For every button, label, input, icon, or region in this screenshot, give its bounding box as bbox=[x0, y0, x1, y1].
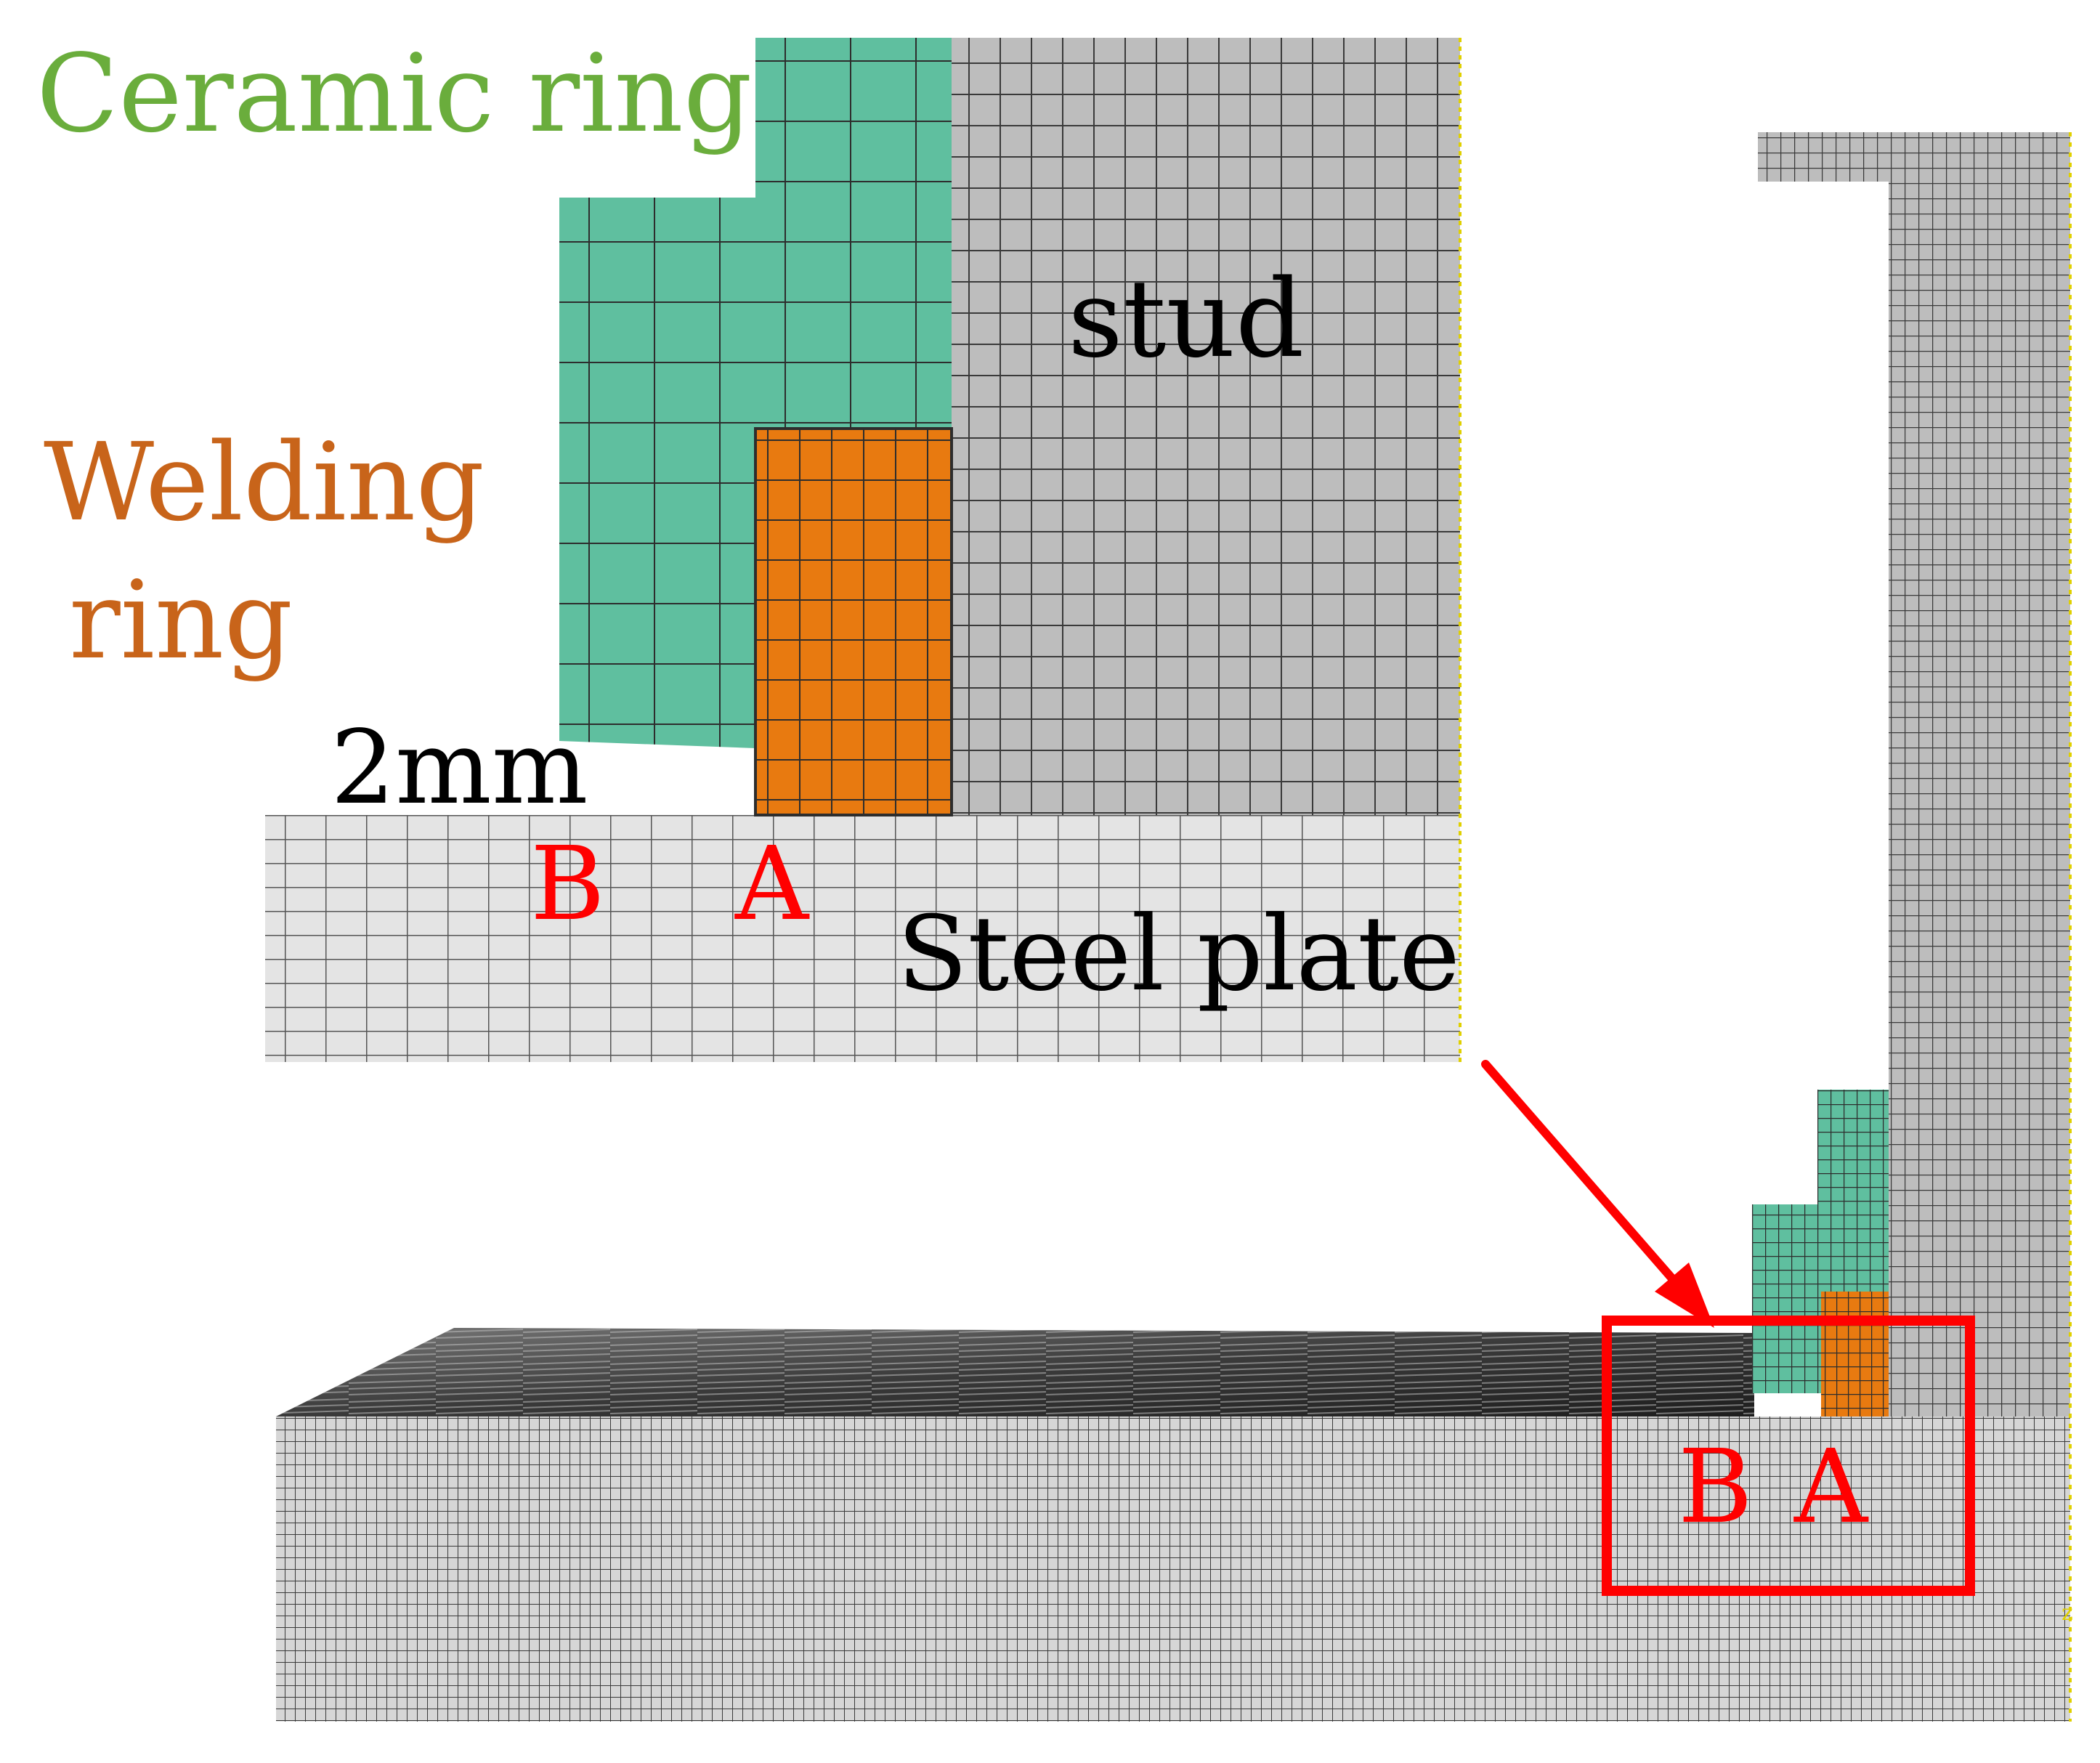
stud-head-mesh bbox=[1758, 132, 2070, 182]
steel-plate-mesh-overview bbox=[276, 1417, 2070, 1722]
ceramic-ring-label: Ceramic ring bbox=[36, 31, 753, 156]
steel-plate-mesh-zoom bbox=[265, 815, 1460, 1062]
stud-label: stud bbox=[1068, 256, 1304, 381]
ceramic-ring-mesh-upper bbox=[755, 38, 952, 198]
stud-shaft-mesh bbox=[1889, 182, 2070, 1417]
stud-mesh bbox=[952, 38, 1460, 815]
point-b-label: B bbox=[530, 825, 605, 944]
steel-plate-label: Steel plate bbox=[897, 894, 1460, 1014]
gap-label: 2mm bbox=[331, 709, 588, 827]
welding-ring-label-line2: ring bbox=[69, 558, 293, 683]
point-a-label: A bbox=[734, 825, 810, 944]
ceramic-ring-mesh-lower bbox=[559, 198, 952, 429]
red-arrow-icon bbox=[1481, 1060, 1714, 1328]
ceramic-ring-mesh-left bbox=[559, 429, 755, 748]
overview-point-a-label: A bbox=[1793, 1428, 1869, 1547]
zoom-region-box bbox=[1602, 1316, 1975, 1596]
ceramic-ring-overview-left bbox=[1752, 1292, 1821, 1393]
zoom-inset bbox=[265, 38, 1462, 1062]
welding-ring-label-line1: Welding bbox=[44, 420, 485, 545]
welding-ring-mesh bbox=[755, 429, 952, 815]
ceramic-ring-overview-upper bbox=[1817, 1090, 1889, 1206]
overview-model: z bbox=[276, 132, 2073, 1722]
welding-ring-overview bbox=[1821, 1292, 1889, 1417]
ceramic-ring-overview-lower bbox=[1752, 1204, 1889, 1292]
axis-mark: z bbox=[2062, 1600, 2073, 1626]
overview-point-b-label: B bbox=[1678, 1428, 1753, 1547]
